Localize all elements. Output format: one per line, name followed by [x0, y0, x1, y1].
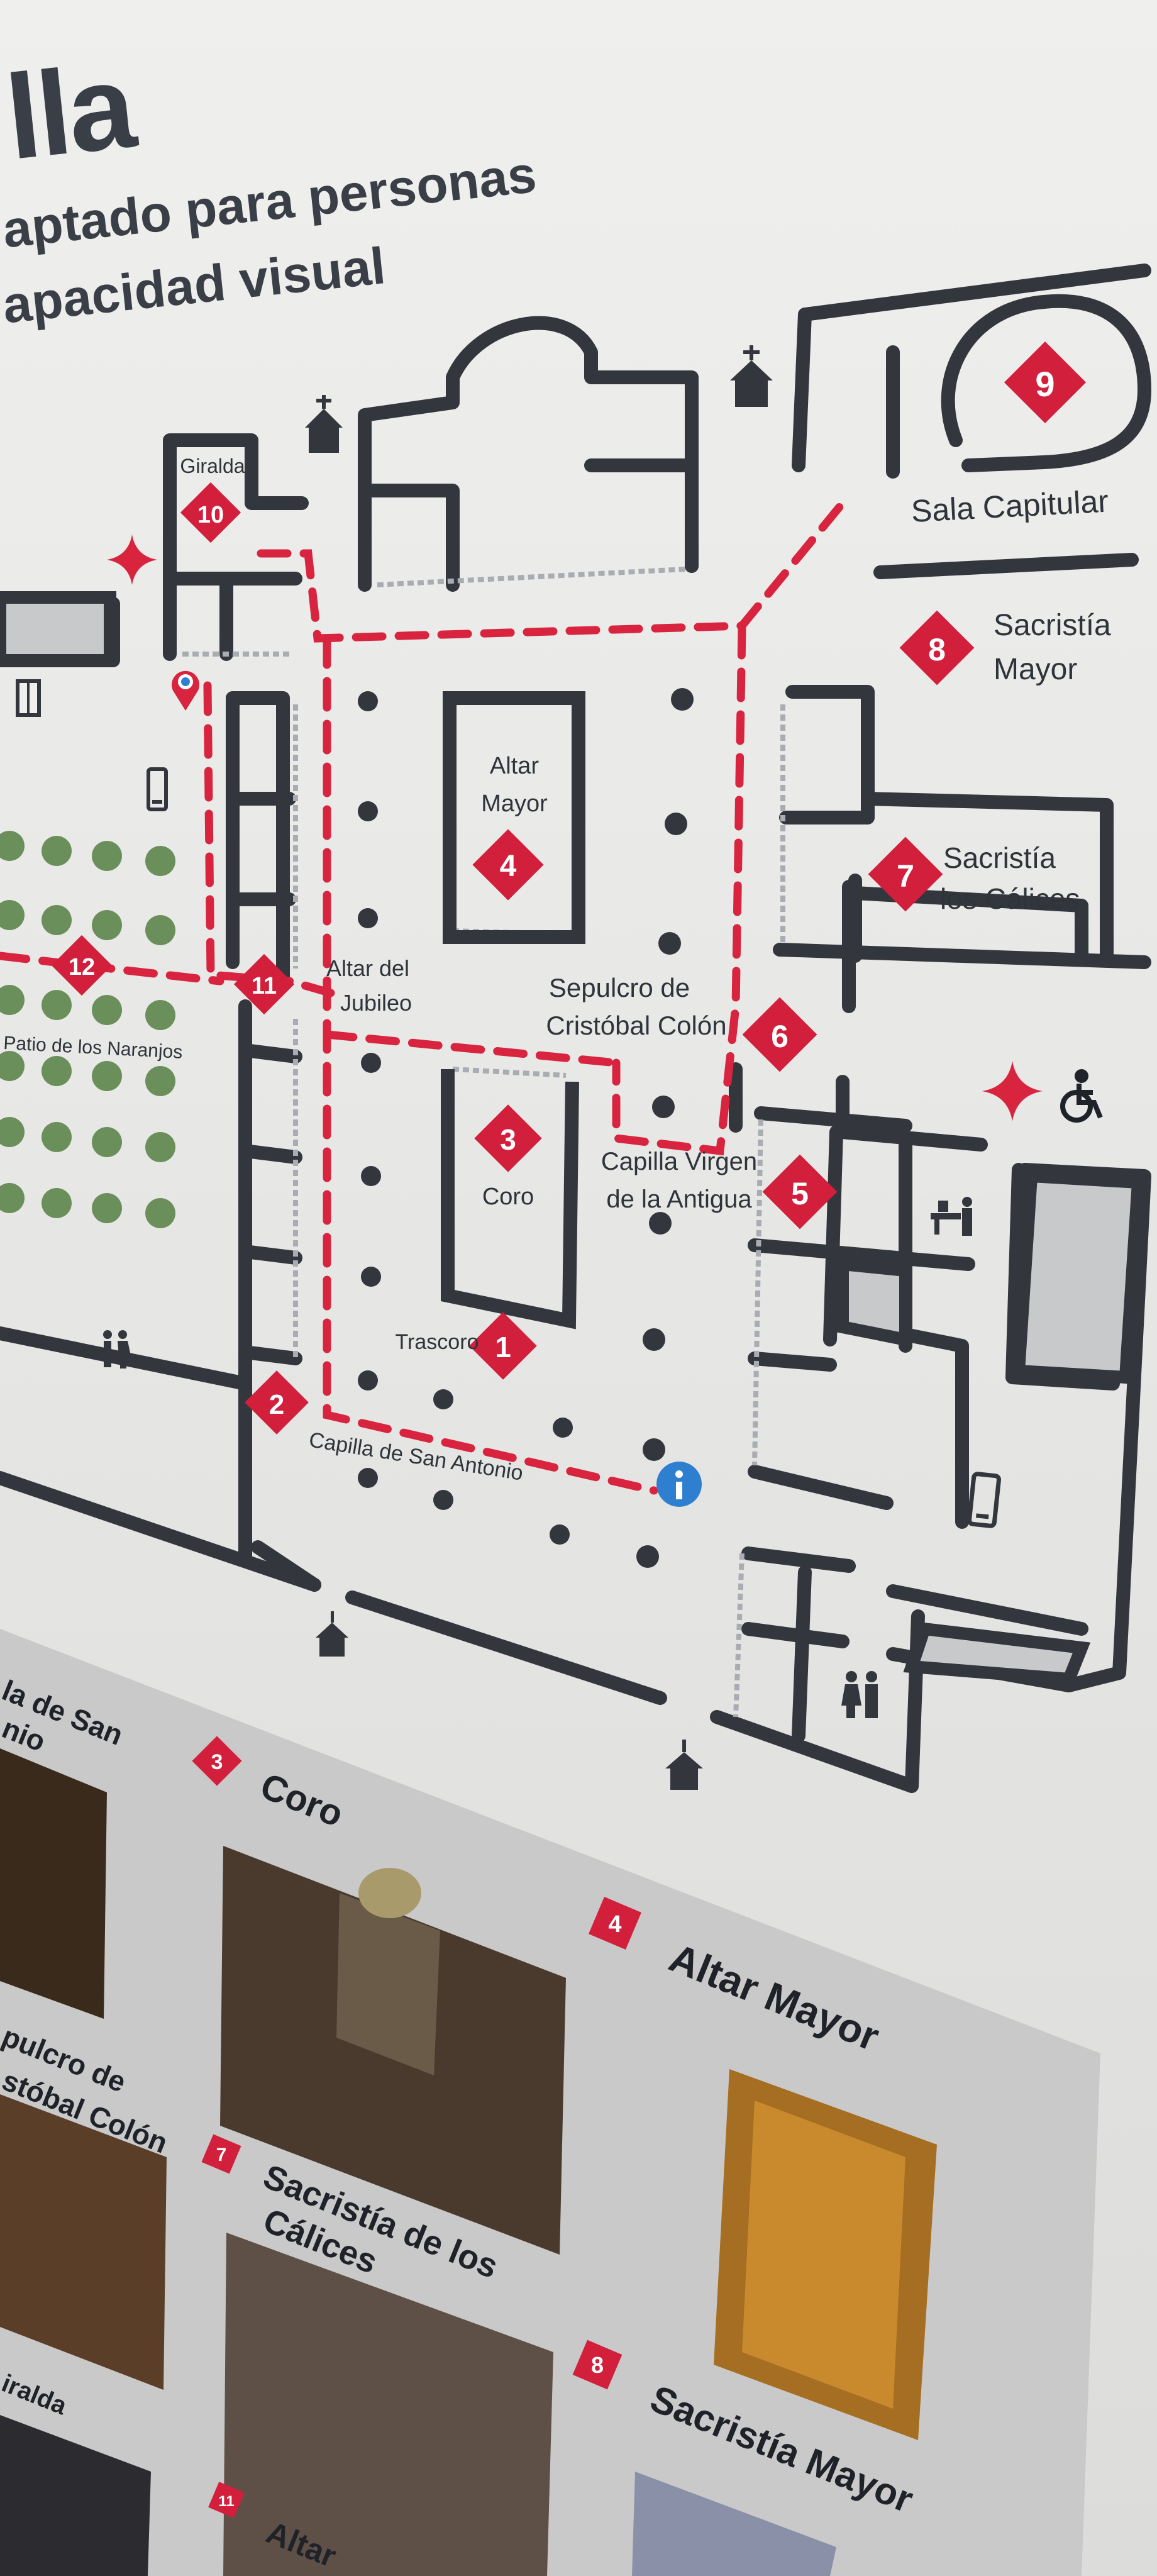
- label-capilla-antigua-1: Capilla Virgen: [601, 1148, 757, 1175]
- orange-tree: [42, 1188, 72, 1218]
- label-sacristia-mayor-1: Sacristía: [994, 609, 1111, 642]
- poi-7-number: 7: [897, 858, 914, 894]
- orange-tree: [42, 1056, 72, 1086]
- orange-tree: [92, 841, 122, 871]
- label-sepulcro-1: Sepulcro de: [549, 973, 690, 1002]
- orange-tree: [42, 905, 72, 935]
- restroom-icon: [103, 1330, 131, 1368]
- poi-1-number: 1: [495, 1331, 511, 1363]
- orange-tree: [145, 915, 175, 945]
- info-desk-icon: [931, 1197, 972, 1236]
- label-capilla-antigua-2: de la Antigua: [606, 1185, 752, 1213]
- orange-trees: [0, 831, 175, 1228]
- location-pin-icon: [172, 670, 199, 711]
- poi-12-number: 12: [69, 954, 95, 980]
- first-aid-icon: [107, 535, 157, 585]
- label-patio-naranjos: Patio de los Naranjos: [3, 1033, 184, 1063]
- photo-capilla-san-antonio: [0, 1748, 107, 2019]
- poi-4-number: 4: [500, 850, 517, 883]
- orange-tree: [0, 831, 25, 861]
- poi-10[interactable]: [180, 482, 241, 543]
- grey-rooms: [0, 591, 1145, 1686]
- photo-sacristia-mayor: [632, 2472, 836, 2576]
- orange-tree: [92, 1061, 122, 1091]
- first-aid-icon: [982, 1061, 1043, 1121]
- label-trascoro: Trascoro: [396, 1330, 479, 1354]
- church-icon: [305, 395, 343, 453]
- poi-11[interactable]: [233, 953, 295, 1015]
- info-icon[interactable]: [656, 1462, 702, 1507]
- poi-12[interactable]: [51, 935, 113, 996]
- orange-tree: [0, 900, 25, 930]
- label-sacristia-calices-1: Sacristía: [943, 841, 1056, 874]
- label-altar-jubileo-1: Altar del: [326, 955, 409, 981]
- card-calices-badge: [201, 2134, 241, 2174]
- orange-tree: [145, 1000, 175, 1030]
- orange-tree: [92, 910, 122, 940]
- card-coro-number: 3: [211, 1750, 223, 1774]
- orange-tree: [42, 836, 72, 866]
- orange-tree: [0, 1183, 25, 1213]
- phone-icon: [147, 767, 168, 811]
- orange-tree: [92, 995, 122, 1025]
- poi-11-number: 11: [252, 973, 277, 999]
- label-sacristia-calices-2: los Cálices: [940, 882, 1080, 915]
- card-jubileo-badge: [208, 2482, 245, 2518]
- orange-tree: [145, 1198, 175, 1228]
- card-sacristia-mayor-badge: [572, 2340, 623, 2390]
- orange-tree: [92, 1127, 122, 1157]
- label-altar-mayor-1: Altar: [490, 753, 539, 779]
- poi-10-number: 10: [197, 502, 224, 528]
- label-altar-mayor-2: Mayor: [481, 791, 548, 817]
- columns: [358, 688, 694, 1568]
- church-icon: [316, 1611, 348, 1657]
- poi-8-number: 8: [928, 632, 946, 667]
- church-icon: [665, 1740, 703, 1790]
- card-altar-number: 4: [608, 1911, 621, 1938]
- elevator-icon: [16, 679, 41, 717]
- orange-tree: [145, 1132, 175, 1162]
- card-altar-badge: [589, 1897, 641, 1950]
- restroom-icon: [841, 1671, 878, 1718]
- poi-5-number: 5: [791, 1176, 809, 1211]
- orange-tree: [145, 846, 175, 876]
- altar-mayor-block: [443, 691, 585, 944]
- orange-tree: [145, 1066, 175, 1096]
- orange-tree: [0, 985, 25, 1015]
- card-calices-number: 7: [216, 2145, 227, 2165]
- poi-9-number: 9: [1035, 364, 1055, 404]
- label-sepulcro-2: Cristóbal Colón: [546, 1011, 726, 1040]
- photo-giralda: [0, 2415, 151, 2576]
- orange-tree: [0, 1117, 25, 1147]
- poi-6-number: 6: [771, 1019, 789, 1054]
- label-sala-capitular: Sala Capitular: [911, 484, 1110, 529]
- photo-sepulcro-colon: [0, 2094, 167, 2390]
- orange-tree: [0, 1051, 25, 1081]
- poi-3-number: 3: [500, 1123, 516, 1156]
- church-icon: [730, 345, 773, 407]
- phone-icon: [967, 1472, 1001, 1528]
- orange-tree: [92, 1193, 122, 1223]
- label-sacristia-mayor-2: Mayor: [994, 653, 1077, 686]
- orange-tree: [42, 1122, 72, 1152]
- poi-2[interactable]: [245, 1370, 309, 1435]
- label-coro: Coro: [482, 1184, 534, 1210]
- wheelchair-icon: [1060, 1069, 1103, 1123]
- poi-2-number: 2: [269, 1389, 284, 1420]
- orange-tree: [42, 990, 72, 1020]
- photo-sacristia-calices: [223, 2233, 553, 2576]
- label-giralda: Giralda: [180, 455, 245, 477]
- photo-gallery-panel: la de San nio 3 Coro 4 Altar Mayor pulcr…: [0, 1629, 1100, 2576]
- poi-9[interactable]: [1004, 341, 1087, 424]
- card-jubileo-number: 11: [218, 2493, 234, 2510]
- label-altar-jubileo-2: Jubileo: [340, 990, 412, 1016]
- card-sacristia-mayor-number: 8: [591, 2352, 604, 2378]
- coro-block: [441, 1069, 579, 1330]
